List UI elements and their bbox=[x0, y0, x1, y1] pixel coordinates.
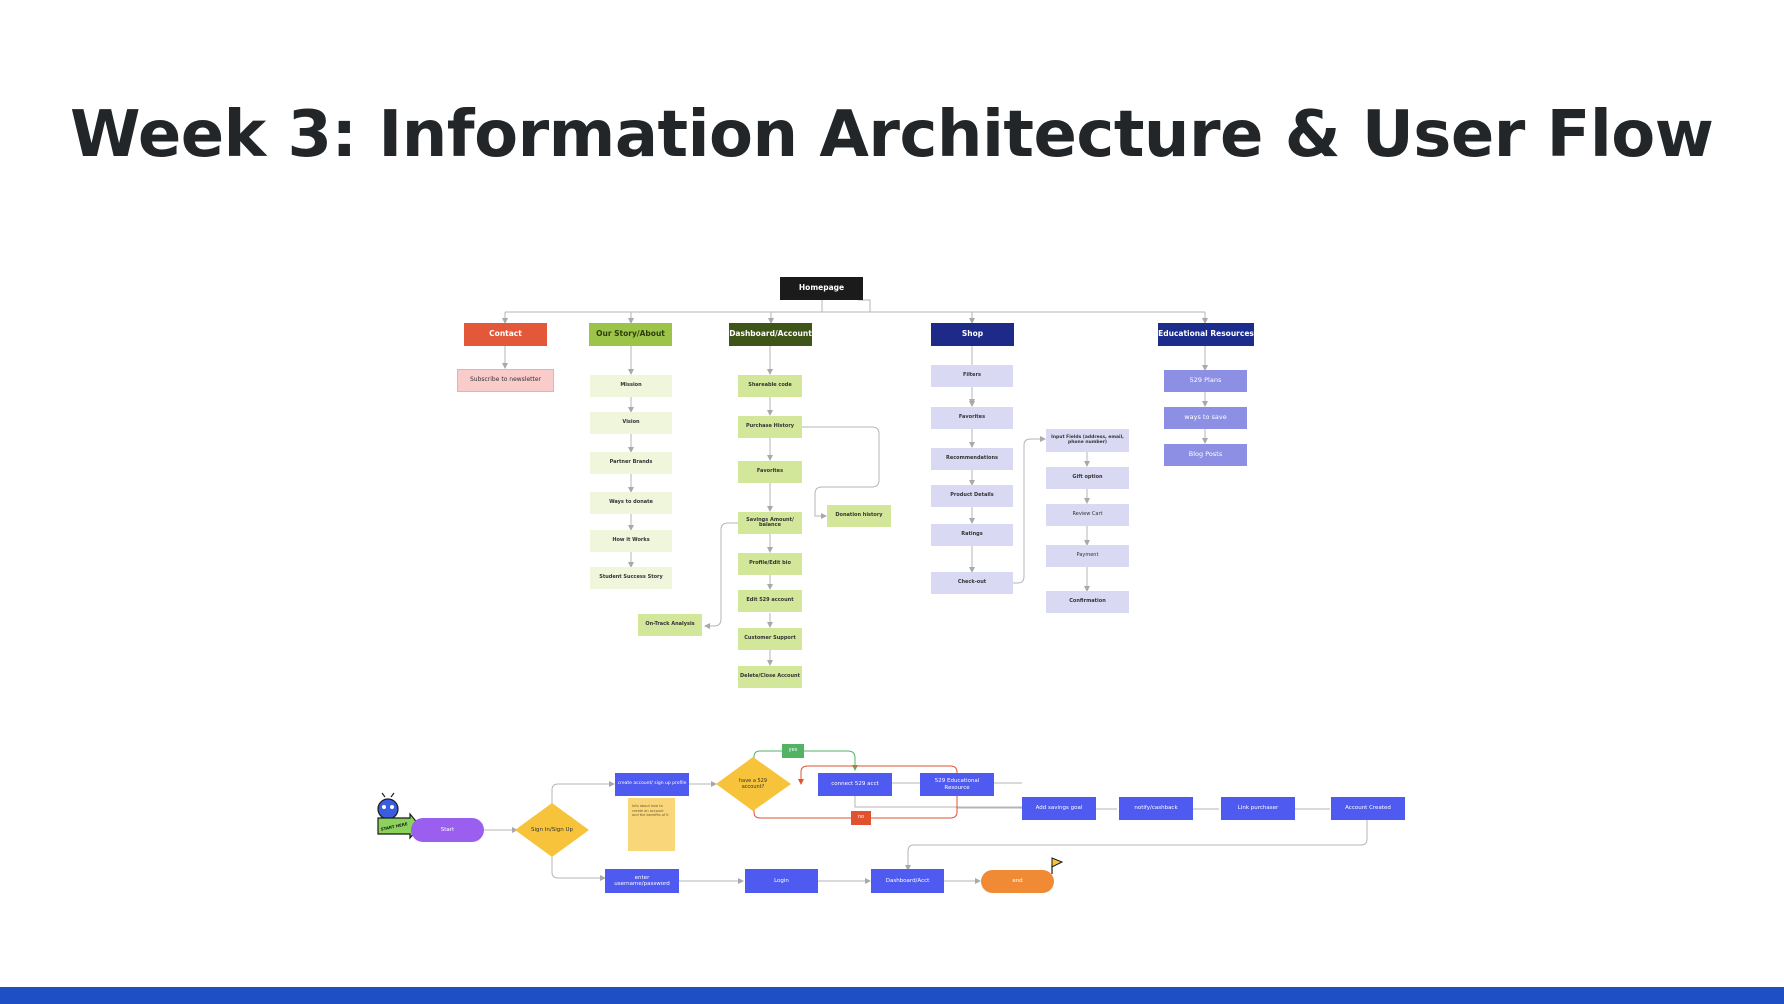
contact-node: Contact bbox=[464, 323, 547, 346]
signin-decision-shape bbox=[515, 803, 589, 857]
dash-item-donation-history: Donation history bbox=[827, 505, 891, 527]
account-created-node: Account Created bbox=[1331, 797, 1405, 820]
checkout-item-gift-option: Gift option bbox=[1046, 467, 1129, 489]
dash-item-delete-account: Delete/Close Account bbox=[738, 666, 802, 688]
decision-529-shape bbox=[716, 757, 791, 811]
end-node: end bbox=[981, 870, 1054, 893]
yes-badge: yes bbox=[782, 744, 804, 758]
homepage-node: Homepage bbox=[780, 277, 863, 300]
checkout-item-input-fields: Input Fields (address, email, phone numb… bbox=[1046, 429, 1129, 452]
contact-subscribe-node: Subscribe to newsletter bbox=[457, 369, 554, 392]
no-badge: no bbox=[851, 811, 871, 825]
bottom-accent-bar bbox=[0, 987, 1784, 1004]
dash-item-profile: Profile/Edit bio bbox=[738, 553, 802, 575]
edu-item-529-plans: 529 Plans bbox=[1164, 370, 1247, 392]
account-info-note: Info about how to create an account and … bbox=[628, 798, 675, 851]
edu-item-ways-to-save: ways to save bbox=[1164, 407, 1247, 429]
create-account-node: create account/ sign up profile bbox=[615, 773, 689, 796]
connect-529-node: connect 529 acct bbox=[818, 773, 892, 796]
our-story-node: Our Story/About bbox=[589, 323, 672, 346]
dash-item-shareable-code: Shareable code bbox=[738, 375, 802, 397]
signin-decision-label: Sign In/Sign Up bbox=[531, 826, 573, 833]
story-item-success-story: Student Success Story bbox=[590, 567, 672, 589]
dash-item-favorites: Favorites bbox=[738, 461, 802, 483]
story-item-partner-brands: Partner Brands bbox=[590, 452, 672, 474]
start-node: Start bbox=[411, 818, 484, 842]
checkout-item-payment: Payment bbox=[1046, 545, 1129, 567]
story-item-vision: Vision bbox=[590, 412, 672, 434]
story-item-mission: Mission bbox=[590, 375, 672, 397]
shop-item-product-details: Product Details bbox=[931, 485, 1013, 507]
dash-item-savings: Savings Amount/ balance bbox=[738, 512, 802, 534]
notify-cashback-node: notify/cashback bbox=[1119, 797, 1193, 820]
dashboard-acct-node: Dashboard/Acct bbox=[871, 869, 944, 893]
shop-node: Shop bbox=[931, 323, 1014, 346]
enter-credentials-node: enter username/password bbox=[605, 869, 679, 893]
add-savings-goal-node: Add savings goal bbox=[1022, 797, 1096, 820]
login-node: Login bbox=[745, 869, 818, 893]
shop-item-filters: Filters bbox=[931, 365, 1013, 387]
start-sticker-icon bbox=[377, 792, 421, 840]
story-item-ways-to-donate: Ways to donate bbox=[590, 492, 672, 514]
checkout-item-review-cart: Review Cart bbox=[1046, 504, 1129, 526]
shop-item-check-out: Check-out bbox=[931, 572, 1013, 594]
dash-item-customer-support: Customer Support bbox=[738, 628, 802, 650]
dash-item-purchase-history: Purchase History bbox=[738, 416, 802, 438]
educational-resources-node: Educational Resources bbox=[1158, 323, 1254, 346]
story-item-how-it-works: How it Works bbox=[590, 530, 672, 552]
decision-529-label: have a 529 account? bbox=[738, 778, 768, 790]
dashboard-node: Dashboard/Account bbox=[729, 323, 812, 346]
shop-item-recommendations: Recommendations bbox=[931, 448, 1013, 470]
shop-item-ratings: Ratings bbox=[931, 524, 1013, 546]
slide-title: Week 3: Information Architecture & User … bbox=[70, 98, 1714, 172]
dash-item-on-track-analysis: On-Track Analysis bbox=[638, 614, 702, 636]
shop-item-favorites: Favorites bbox=[931, 407, 1013, 429]
link-purchaser-node: Link purchaser bbox=[1221, 797, 1295, 820]
edu-resource-node: 529 Educational Resource bbox=[920, 773, 994, 796]
checkout-item-confirmation: Confirmation bbox=[1046, 591, 1129, 613]
flag-icon bbox=[1051, 857, 1064, 874]
dash-item-edit-529: Edit 529 account bbox=[738, 590, 802, 612]
edu-item-blog-posts: Blog Posts bbox=[1164, 444, 1247, 466]
